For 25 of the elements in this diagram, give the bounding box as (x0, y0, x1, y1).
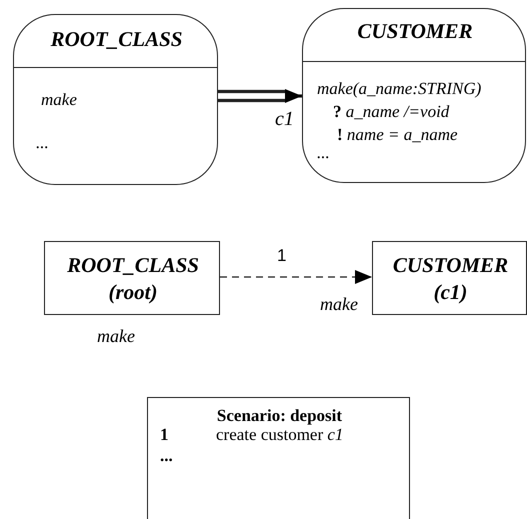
class-name: CUSTOMER (356, 19, 474, 44)
step-number: 1 (160, 425, 168, 445)
scenario-box (147, 397, 410, 519)
postcondition-text: ! name = a_name (337, 125, 458, 145)
object-name: (c1) (432, 280, 468, 304)
object-class-name: CUSTOMER (392, 253, 510, 278)
feature-name: make (320, 294, 358, 315)
step-text: create customer c1 (216, 425, 344, 445)
double-line-arrow (216, 89, 304, 103)
ellipsis: ... (36, 133, 49, 153)
class-name: ROOT_CLASS (50, 27, 184, 52)
ellipsis: ... (160, 446, 173, 466)
class-box (302, 8, 526, 183)
dashed-arrow (220, 270, 372, 284)
ellipsis: ... (317, 143, 330, 163)
object-class-name: ROOT_CLASS (66, 253, 200, 278)
precondition-text: ? a_name /=void (333, 102, 450, 122)
class-box (13, 14, 218, 185)
object-name: (root) (108, 280, 158, 304)
object-box (44, 241, 220, 315)
feature-signature: make(a_name:STRING) (317, 79, 482, 99)
feature-name: make (97, 326, 135, 347)
object-box (372, 241, 527, 315)
feature-name: make (41, 90, 77, 110)
scenario-title: Scenario: deposit (216, 406, 344, 426)
